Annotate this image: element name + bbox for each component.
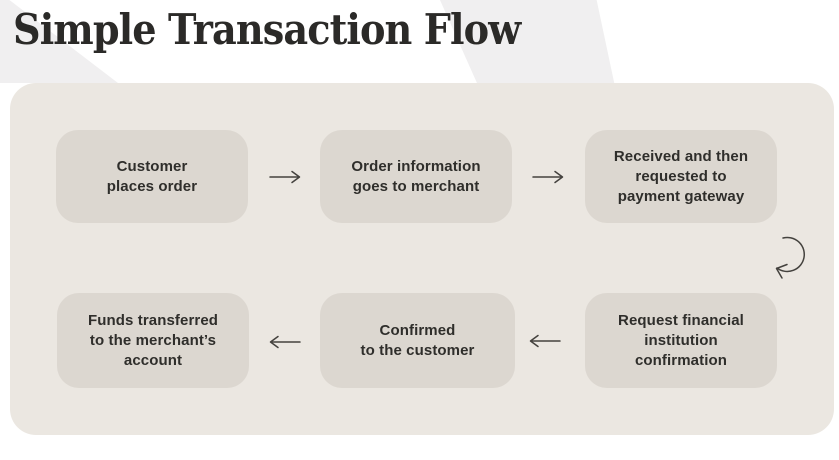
step-order-info-to-merchant: Order information goes to merchant (320, 130, 512, 223)
flow-panel: Customer places order Order information … (10, 83, 834, 435)
step-label: Received and then requested to payment g… (613, 147, 749, 205)
step-label: Confirmed to the customer (360, 321, 475, 359)
step-label: Order information goes to merchant (351, 157, 481, 195)
arrow-left-icon (527, 333, 563, 349)
loop-arrow-icon (767, 228, 815, 286)
step-financial-confirmation: Request financial institution confirmati… (585, 293, 777, 388)
step-label: Funds transferred to the merchant’s acco… (87, 311, 219, 369)
step-label: Request financial institution confirmati… (618, 311, 744, 369)
page-title: Simple Transaction Flow (13, 5, 521, 54)
step-customer-places-order: Customer places order (56, 130, 248, 223)
step-label: Customer places order (106, 157, 198, 195)
arrow-right-icon (267, 169, 303, 185)
arrow-right-icon (530, 169, 566, 185)
step-payment-gateway-request: Received and then requested to payment g… (585, 130, 777, 223)
step-confirmed-to-customer: Confirmed to the customer (320, 293, 515, 388)
arrow-left-icon (267, 334, 303, 350)
step-funds-transferred: Funds transferred to the merchant’s acco… (57, 293, 249, 388)
